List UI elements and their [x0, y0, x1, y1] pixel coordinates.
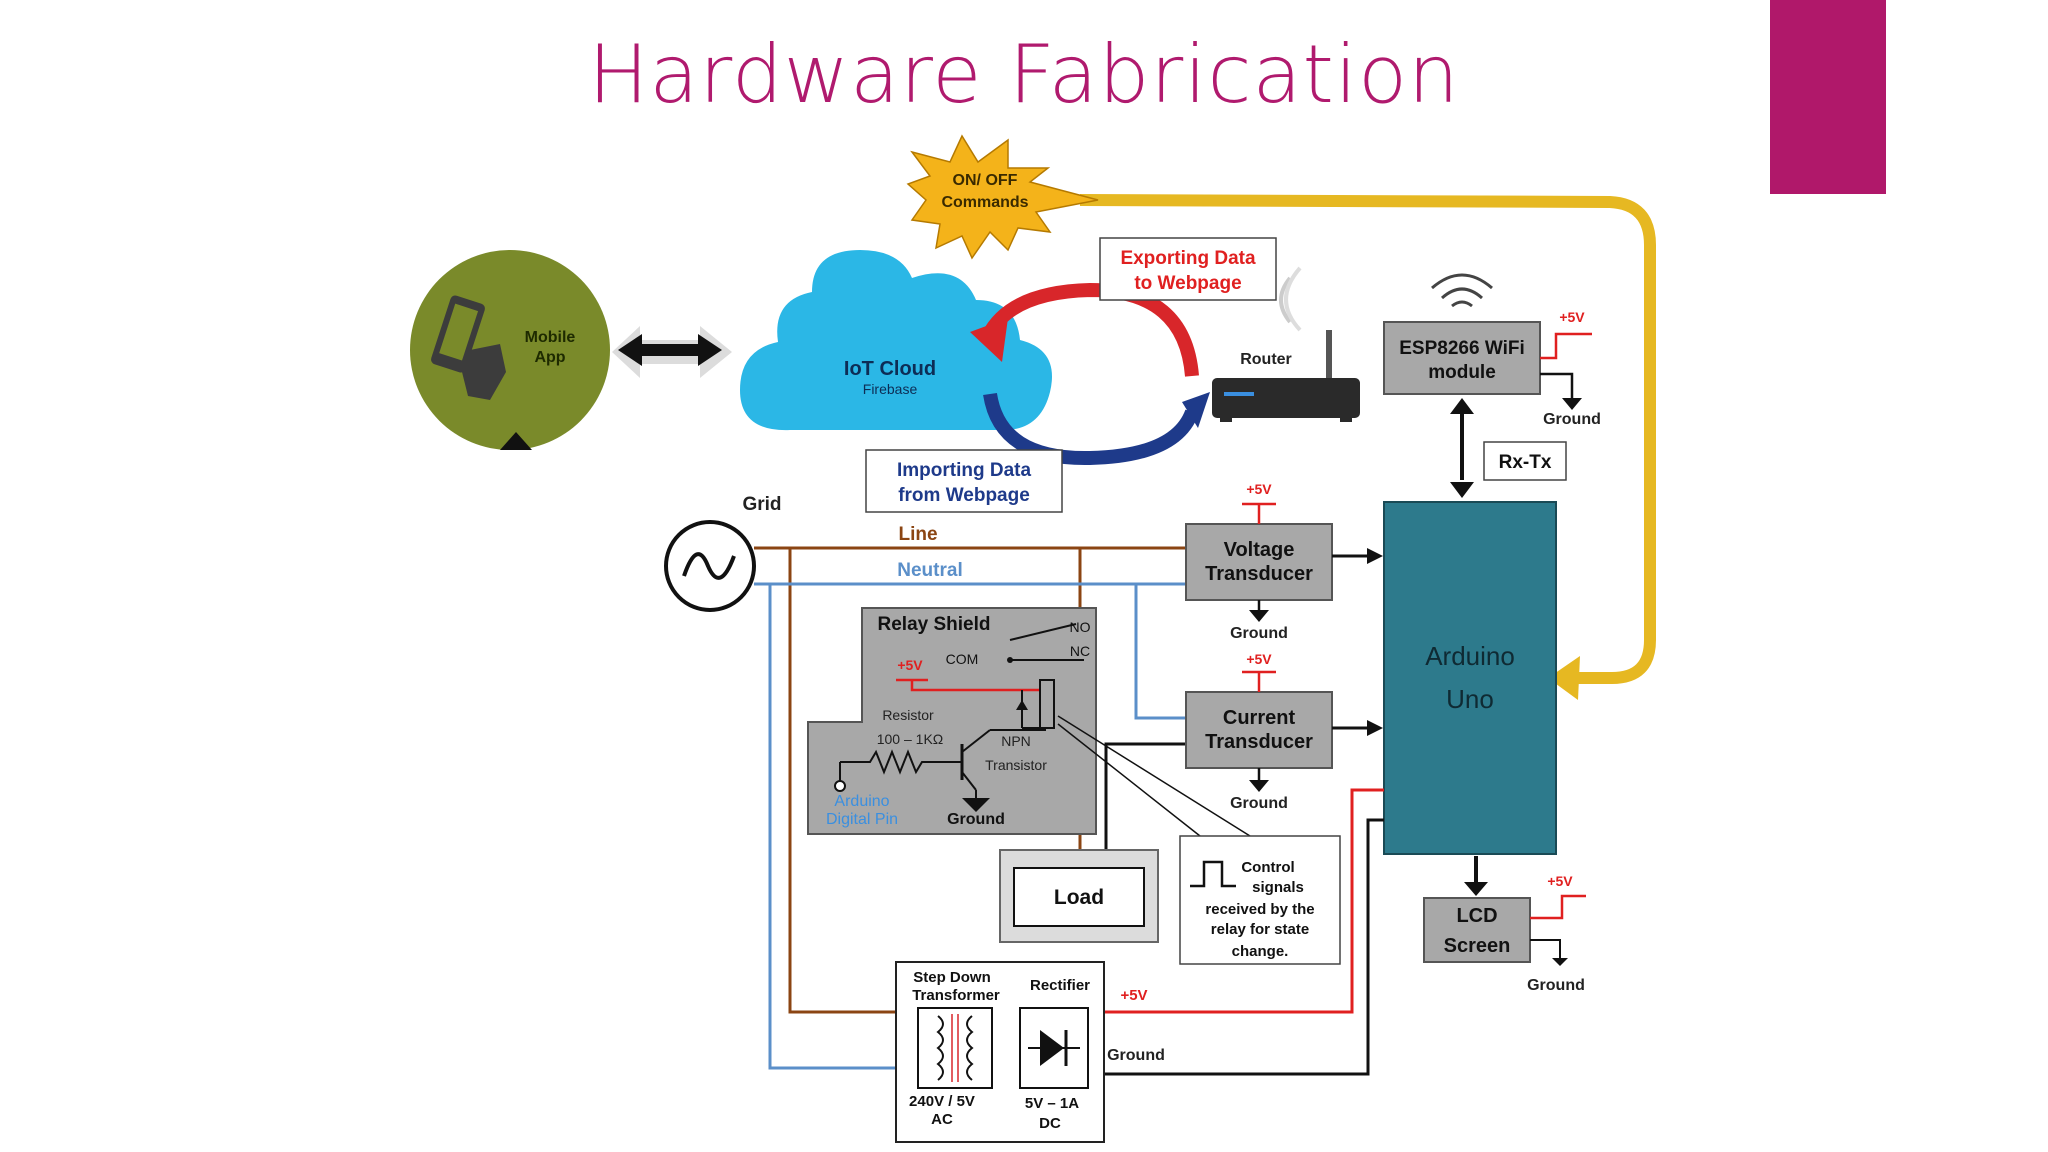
commands-label-1: ON/ OFF — [953, 172, 1018, 189]
relay-ground: Ground — [947, 811, 1005, 828]
rectifier-rating-1: 5V – 1A — [1025, 1095, 1079, 1112]
control-callout-lines — [1057, 715, 1251, 837]
importing-label-1: Importing Data — [897, 460, 1031, 481]
data-cycle-arrows — [970, 282, 1210, 466]
supply-ground-wire — [1100, 818, 1384, 1076]
control-signals-note: Control signals received by the relay fo… — [1179, 835, 1341, 965]
mobile-app-label-2: App — [534, 349, 565, 366]
transformer-title-1: Step Down — [913, 969, 991, 986]
relay-resistor-1: Resistor — [882, 707, 934, 723]
accent-bar — [1770, 0, 1886, 194]
phone-touch-icon — [431, 295, 506, 400]
supply-ground: Ground — [1107, 1047, 1165, 1064]
esp-label-1: ESP8266 WiFi — [1399, 338, 1525, 359]
esp-module: ESP8266 WiFi module +5V Ground — [1383, 273, 1601, 428]
transformer-title-2: Transformer — [912, 987, 1000, 1004]
voltage-plus5v: +5V — [1246, 481, 1272, 497]
importing-label-2: from Webpage — [898, 485, 1030, 506]
transformer-rating-2: AC — [931, 1111, 953, 1128]
control-label-4: relay for state — [1211, 921, 1309, 938]
router-node: Router — [1212, 266, 1360, 422]
load-label: Load — [1054, 886, 1104, 909]
arduino-label-1: Arduino — [1425, 641, 1515, 671]
neutral-wires — [754, 582, 1186, 1070]
relay-resistor-2: 100 – 1KΩ — [877, 731, 944, 747]
arduino-label-2: Uno — [1446, 684, 1494, 714]
relay-plus5v: +5V — [897, 657, 923, 673]
control-label-5: change. — [1232, 943, 1289, 960]
current-plus5v: +5V — [1246, 651, 1272, 667]
command-arrow — [1079, 194, 1656, 700]
exporting-label-2: to Webpage — [1134, 273, 1241, 294]
lcd-plus5v: +5V — [1547, 873, 1573, 889]
cloud-sublabel: Firebase — [863, 381, 918, 397]
voltage-transducer: Voltage Transducer +5V Ground — [1185, 481, 1383, 642]
app-cloud-double-arrow — [612, 326, 732, 378]
supply-plus5v: +5V — [1120, 987, 1147, 1004]
rxtx-label: Rx-Tx — [1499, 452, 1552, 473]
neutral-label: Neutral — [897, 560, 962, 581]
transformer-rating-1: 240V / 5V — [909, 1093, 975, 1110]
commands-label-2: Commands — [941, 194, 1028, 211]
router-icon — [1212, 266, 1360, 422]
voltage-ground: Ground — [1230, 625, 1288, 642]
rectifier-rating-2: DC — [1039, 1115, 1061, 1132]
commands-starburst: ON/ OFF Commands — [906, 134, 1099, 260]
power-supply: Step Down Transformer Rectifier 240V / 5… — [895, 961, 1105, 1143]
slide-title: Hardware Fabrication — [588, 28, 1460, 121]
lcd-label-2: Screen — [1444, 935, 1511, 957]
exporting-label-1: Exporting Data — [1120, 248, 1256, 269]
current-transducer: Current Transducer +5V Ground — [1185, 651, 1383, 812]
importing-box: Importing Data from Webpage — [865, 449, 1063, 513]
voltage-label-2: Transducer — [1205, 563, 1313, 585]
grid-source: Grid — [664, 494, 782, 612]
mobile-app-label-1: Mobile — [525, 329, 576, 346]
wifi-icon — [1431, 273, 1493, 308]
load-wire — [1104, 742, 1186, 850]
relay-pin-1: Arduino — [834, 793, 889, 810]
arduino-uno: Arduino Uno — [1383, 501, 1557, 855]
esp-ground: Ground — [1543, 411, 1601, 428]
current-ground: Ground — [1230, 795, 1288, 812]
control-label-1: Control — [1241, 859, 1294, 876]
relay-nc: NC — [1070, 643, 1090, 659]
iot-cloud: IoT Cloud Firebase — [740, 250, 1052, 431]
voltage-label-1: Voltage — [1224, 539, 1295, 561]
lcd-ground: Ground — [1527, 977, 1585, 994]
lcd-label-1: LCD — [1456, 905, 1497, 927]
mobile-app-node: Mobile App — [410, 250, 610, 450]
grid-label: Grid — [742, 494, 781, 515]
rxtx-link: Rx-Tx — [1450, 398, 1567, 498]
esp-label-2: module — [1428, 362, 1496, 383]
relay-npn-2: Transistor — [985, 757, 1047, 773]
relay-shield: Relay Shield NO NC COM +5V Resistor 100 … — [807, 607, 1097, 835]
rectifier-title: Rectifier — [1030, 977, 1090, 994]
lcd-screen: LCD Screen +5V Ground — [1423, 856, 1586, 994]
esp-plus5v: +5V — [1559, 309, 1585, 325]
load-box: Load — [999, 849, 1159, 943]
control-label-3: received by the — [1205, 901, 1314, 918]
current-label-2: Transducer — [1205, 731, 1313, 753]
control-label-2: signals — [1252, 879, 1304, 896]
current-label-1: Current — [1223, 707, 1296, 729]
relay-title: Relay Shield — [878, 614, 991, 635]
exporting-box: Exporting Data to Webpage — [1099, 237, 1277, 301]
relay-com: COM — [946, 651, 979, 667]
relay-npn-1: NPN — [1001, 733, 1031, 749]
line-label: Line — [898, 524, 937, 545]
relay-pin-2: Digital Pin — [826, 811, 898, 828]
cloud-label: IoT Cloud — [844, 358, 936, 380]
router-label: Router — [1240, 351, 1292, 368]
supply-plus-wire — [1100, 788, 1384, 1014]
relay-no: NO — [1070, 619, 1091, 635]
